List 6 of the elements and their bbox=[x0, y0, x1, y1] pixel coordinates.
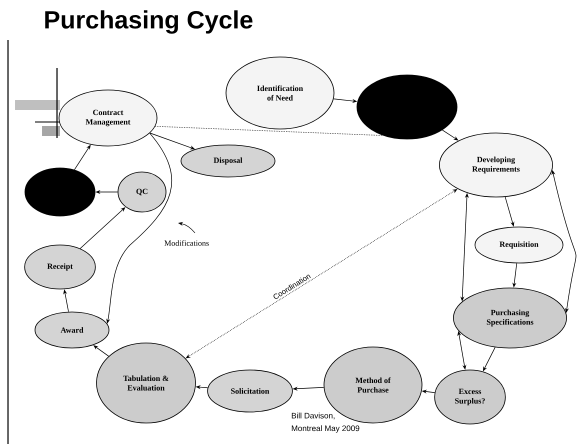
filled-ellipse bbox=[24, 168, 96, 216]
filled-ellipse bbox=[356, 74, 458, 140]
note-text: Montreal May 2009 bbox=[292, 425, 360, 433]
title: Purchasing Cycle bbox=[45, 10, 252, 34]
connector-line bbox=[154, 126, 384, 136]
note-text: Modifications bbox=[164, 240, 209, 246]
